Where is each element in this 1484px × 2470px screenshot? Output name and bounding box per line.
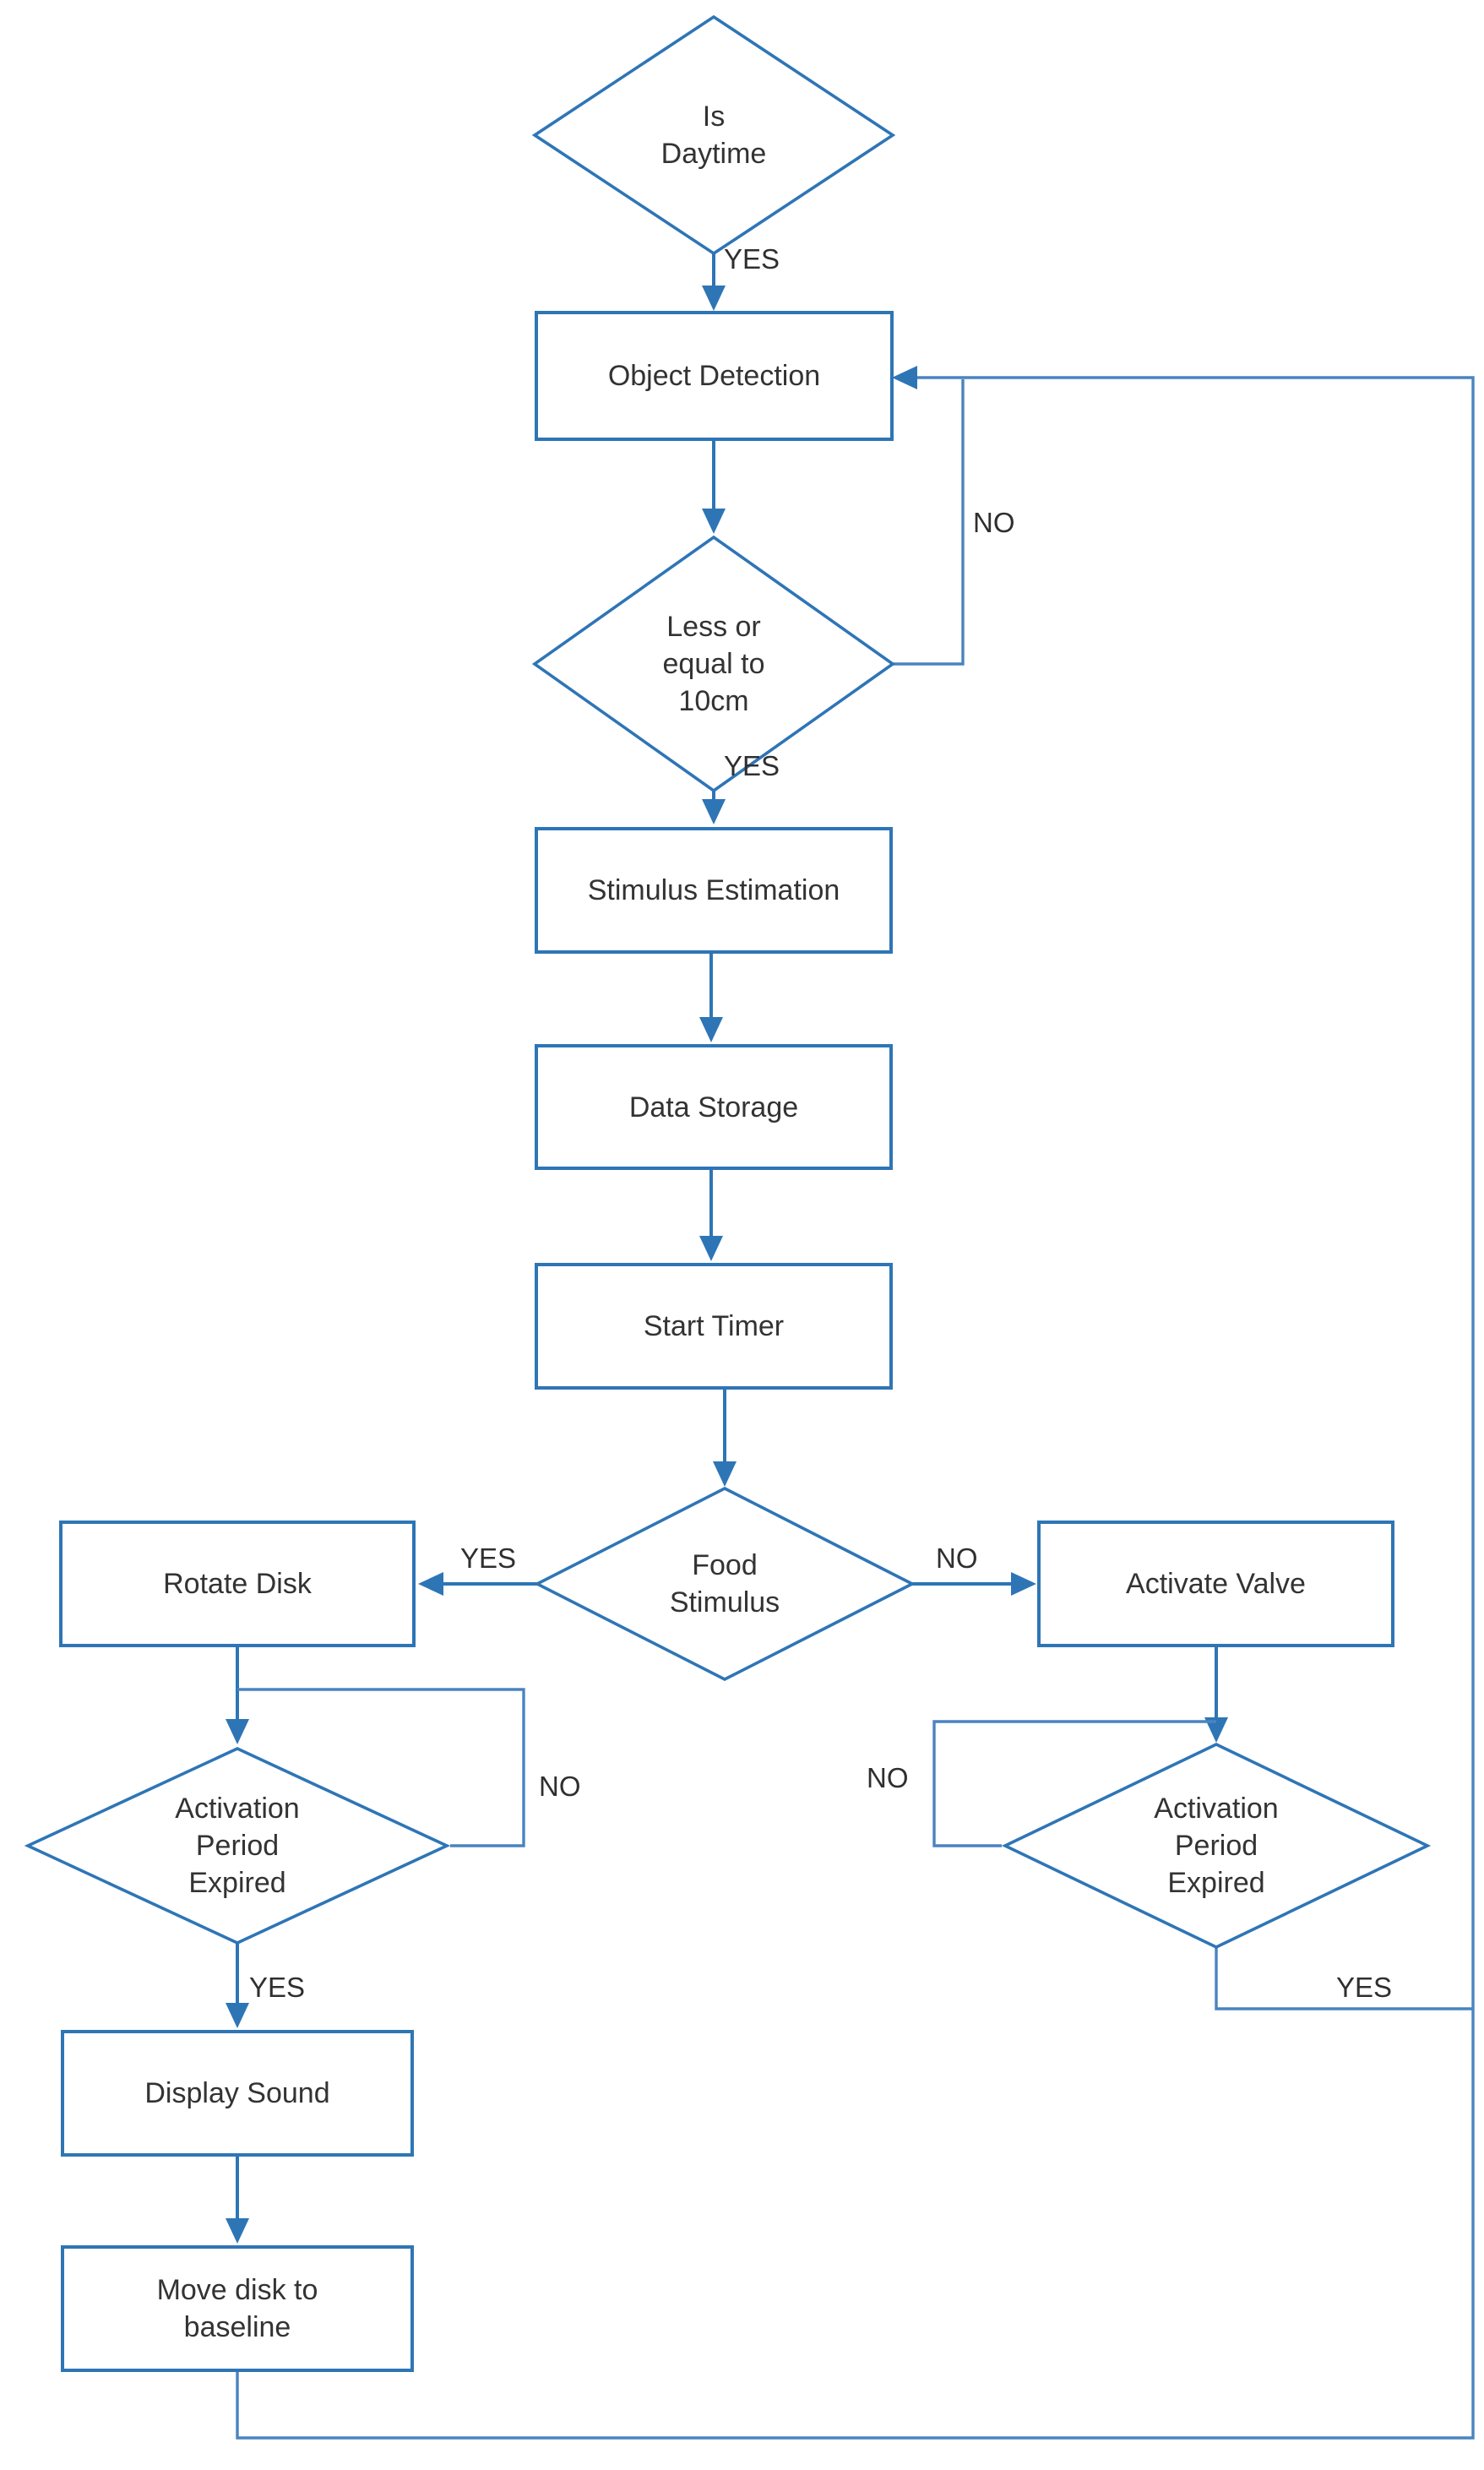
display-sound-box: Display Sound [61, 2030, 414, 2157]
food-stimulus-diamond [534, 1486, 916, 1682]
distance-yes-label: YES [724, 750, 780, 781]
data-storage-label: Data Storage [628, 1091, 799, 1123]
edge-distance-yes [702, 791, 726, 824]
start-timer-label: Start Timer [643, 1310, 785, 1342]
edge-timer-to-food [713, 1390, 737, 1487]
edge-distance-no-loop [893, 379, 965, 666]
edge-rotate-to-period [226, 1647, 249, 1744]
activation-period-disk-label: Activation Period Expired [175, 1793, 300, 1899]
edge-storage-to-timer [699, 1170, 723, 1261]
food-yes-label: YES [460, 1542, 517, 1574]
edge-valve-period-yes [1215, 1947, 1473, 2010]
edge-stimulus-to-storage [699, 953, 723, 1042]
rotate-disk-label: Rotate Disk [163, 1568, 312, 1600]
activate-valve-box: Activate Valve [1037, 1521, 1394, 1647]
edge-valve-to-period [1204, 1647, 1228, 1743]
less-equal-10cm-label: Less or equal to 10cm [662, 611, 765, 717]
stimulus-estimation-label: Stimulus Estimation [587, 874, 840, 906]
edge-food-yes [418, 1572, 537, 1596]
disk-period-no-label: NO [539, 1771, 581, 1802]
activate-valve-label: Activate Valve [1126, 1568, 1306, 1600]
less-equal-10cm-diamond [531, 535, 896, 793]
activation-period-valve-label: Activation Period Expired [1154, 1793, 1279, 1899]
is-daytime-diamond [531, 14, 896, 256]
valve-period-no-label: NO [867, 1762, 909, 1793]
daytime-yes-label: YES [724, 243, 780, 275]
move-disk-baseline-label: Move disk to baseline [156, 2274, 318, 2343]
is-daytime-label: Is Daytime [660, 101, 767, 170]
object-detection-box: Object Detection [535, 311, 894, 441]
edge-valve-period-no-loop [932, 1720, 1216, 1847]
valve-period-yes-label: YES [1336, 1972, 1393, 2003]
edge-disk-period-no-loop [237, 1688, 525, 1847]
object-detection-label: Object Detection [607, 360, 821, 392]
activation-period-disk-diamond [24, 1747, 451, 1945]
edge-daytime-yes [702, 253, 726, 311]
edge-detection-to-distance [702, 441, 726, 534]
display-sound-label: Display Sound [144, 2077, 330, 2109]
edge-food-no [912, 1572, 1036, 1596]
edge-disk-period-yes [226, 1943, 249, 2028]
edge-sound-to-move [226, 2157, 249, 2244]
disk-period-yes-label: YES [249, 1972, 306, 2003]
edge-return-loop [236, 366, 1475, 2440]
start-timer-box: Start Timer [535, 1263, 893, 1390]
food-no-label: NO [936, 1542, 978, 1574]
stimulus-estimation-box: Stimulus Estimation [535, 827, 893, 954]
data-storage-box: Data Storage [535, 1044, 893, 1170]
activation-period-valve-diamond [1001, 1743, 1432, 1949]
distance-no-label: NO [973, 507, 1015, 538]
move-disk-baseline-box: Move disk to baseline [61, 2245, 414, 2372]
food-stimulus-label: Food Stimulus [669, 1549, 780, 1619]
rotate-disk-box: Rotate Disk [59, 1521, 416, 1647]
